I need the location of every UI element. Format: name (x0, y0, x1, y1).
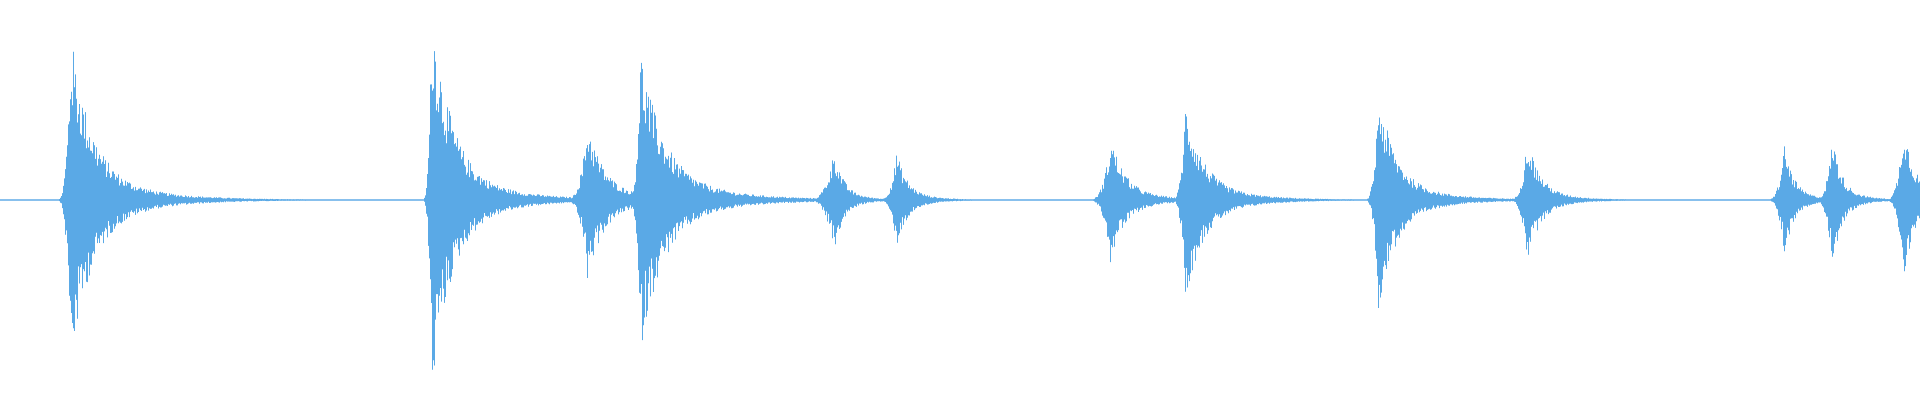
waveform-path (0, 51, 1920, 370)
waveform-samples (0, 51, 1920, 370)
